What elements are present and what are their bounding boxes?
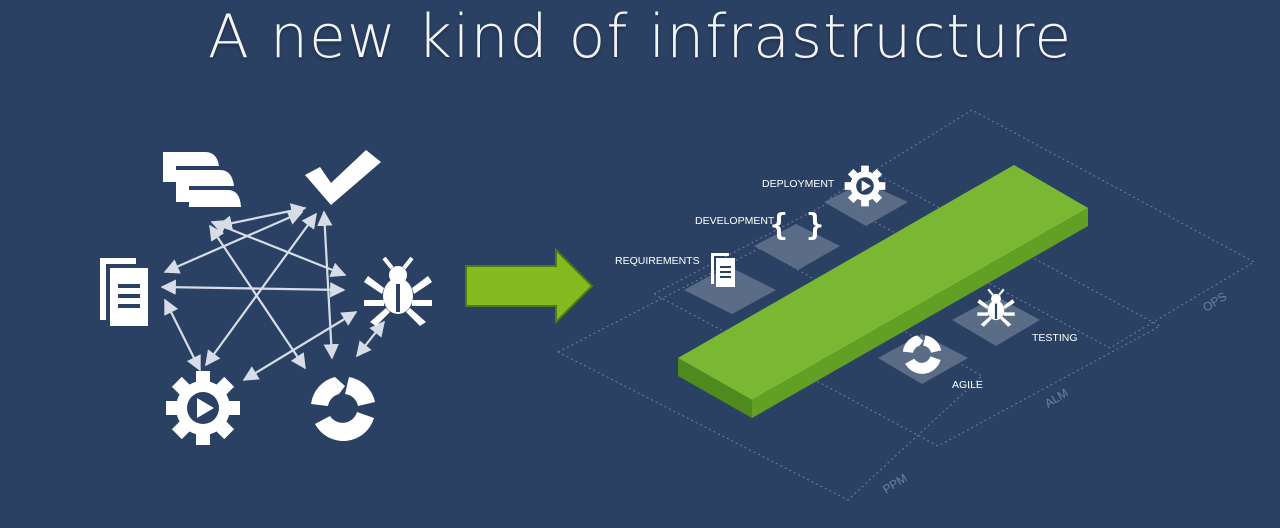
stage-icon-braces: { } xyxy=(770,208,824,243)
zone-outline-ops xyxy=(828,109,1256,349)
zone-outline-ppm xyxy=(556,247,983,501)
transition-arrow xyxy=(465,247,594,325)
slide-title: A new kind of infrastructure xyxy=(207,2,1073,72)
stage-label-requirements: REQUIREMENTS xyxy=(615,255,700,267)
zone-label-ppm: PPM xyxy=(880,471,909,497)
layers-icon xyxy=(163,152,241,207)
zone-label-ops: OPS xyxy=(1200,289,1229,314)
stage-label-development: DEVELOPMENT xyxy=(695,215,775,227)
zone-label-alm: ALM xyxy=(1042,386,1070,411)
tile-testing xyxy=(952,296,1040,346)
connector-line xyxy=(160,279,346,298)
document-icon xyxy=(100,258,148,326)
zone-outlines xyxy=(556,109,1256,501)
stage-label-deployment: DEPLOYMENT xyxy=(762,178,835,190)
stage-label-agile: AGILE xyxy=(952,379,983,391)
tile-requirements xyxy=(684,266,776,314)
platform-diagram: { } REQUIREMENTS DEVELOPMENT DEPLOYMENT … xyxy=(556,109,1256,501)
tile-agile xyxy=(878,334,968,384)
bug-icon xyxy=(362,256,434,328)
svg-text:{ }: { } xyxy=(770,208,824,243)
connector-line xyxy=(164,298,201,372)
checkmark-icon xyxy=(305,150,381,205)
integration-bar xyxy=(678,165,1088,418)
gear-play-icon xyxy=(166,371,240,445)
tile-development xyxy=(754,224,840,270)
connector-line xyxy=(242,311,358,381)
connector-line xyxy=(317,210,339,360)
connection-network xyxy=(160,203,385,381)
stage-label-testing: TESTING xyxy=(1032,332,1078,344)
connector-line xyxy=(356,320,385,358)
stage-icon-gear-play xyxy=(844,165,886,207)
agile-cycle-icon xyxy=(311,377,375,442)
